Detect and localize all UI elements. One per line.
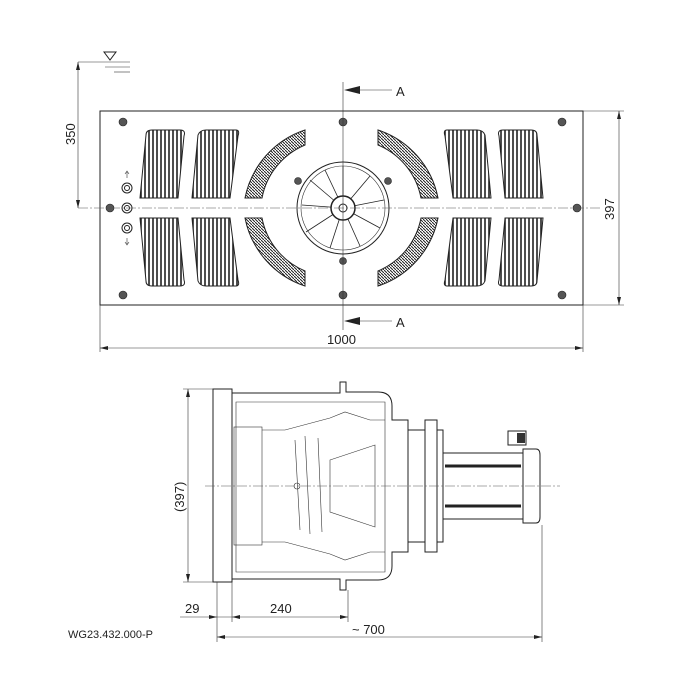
water-level-symbol (78, 51, 130, 73)
dimension-flange-label: 29 (185, 601, 199, 616)
section-marker-top: A (344, 84, 405, 99)
dimension-total-label: ~ 700 (352, 622, 385, 637)
intake-grilles (139, 129, 544, 287)
section-label-bottom: A (396, 315, 405, 330)
housing (231, 381, 409, 591)
dimension-flange-body: 29 240 (180, 582, 349, 642)
section-marker-bottom: A (344, 315, 405, 330)
dimension-depth-label: 350 (63, 123, 78, 145)
front-view: 350 (63, 51, 624, 352)
dimension-height-label: 397 (602, 198, 617, 220)
dimension-side-height: (397) (172, 388, 213, 583)
dimension-side-height-label: (397) (172, 482, 187, 512)
dimension-height: 397 (583, 110, 624, 306)
dimension-width-label: 1000 (327, 332, 356, 347)
water-connections (121, 170, 133, 246)
dimension-body-label: 240 (270, 601, 292, 616)
part-number: WG23.432.000-P (68, 629, 153, 641)
section-view: (397) 29 240 ~ 700 WG23.432.000-P (68, 381, 560, 642)
flange (212, 388, 233, 583)
dimension-total-length: ~ 700 (217, 525, 543, 642)
dimension-width: 1000 (99, 305, 584, 352)
dimension-depth: 350 (63, 62, 80, 208)
section-label-top: A (396, 84, 405, 99)
